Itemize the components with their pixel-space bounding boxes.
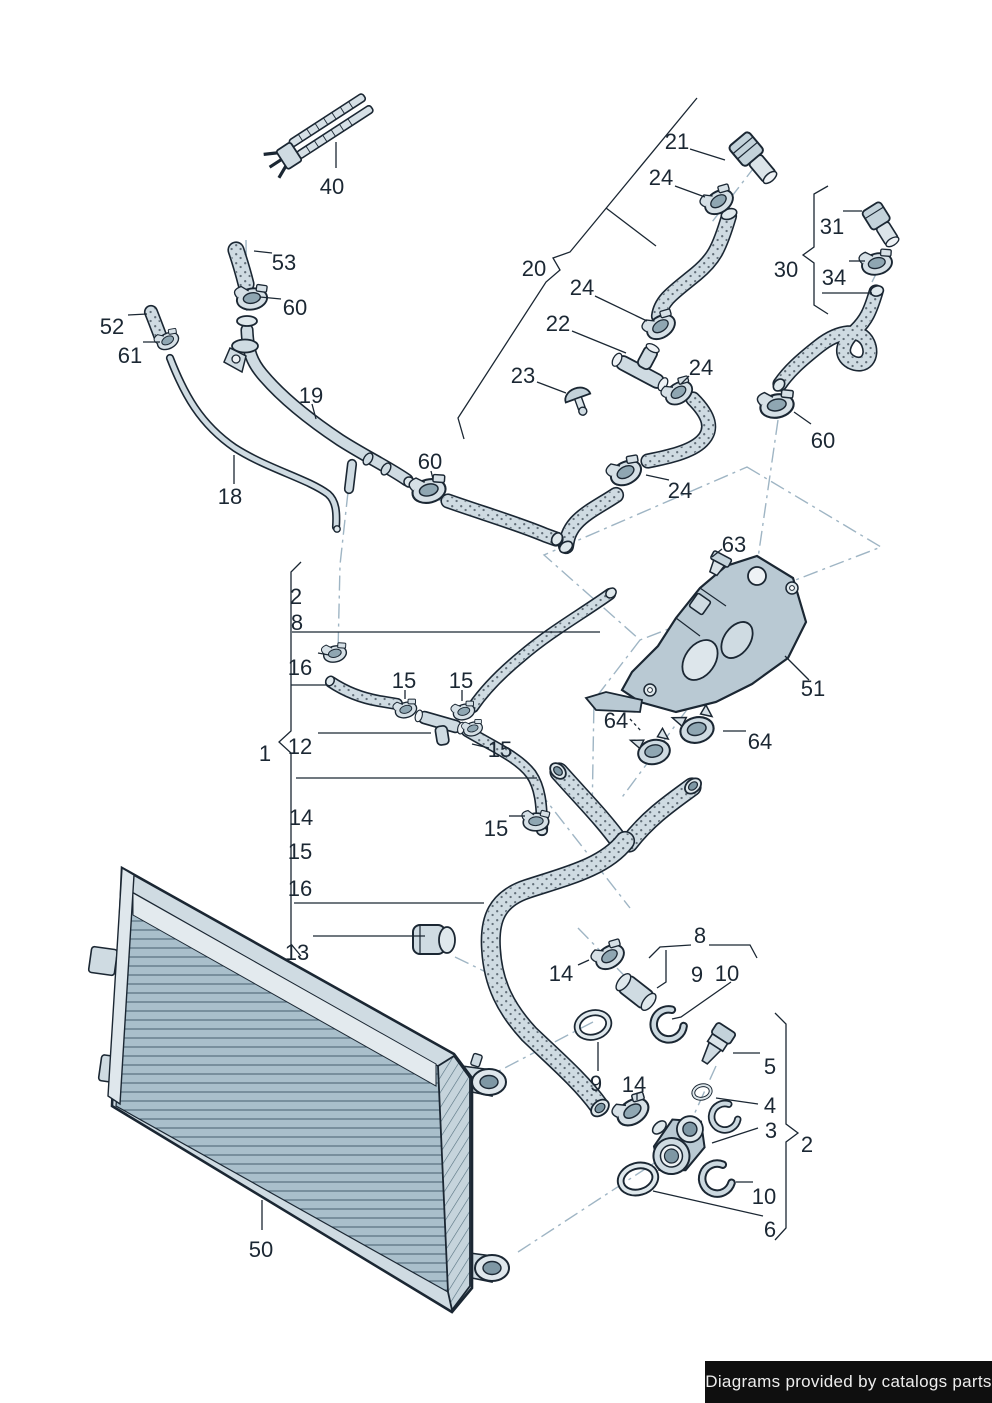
valve-23 <box>564 386 592 416</box>
part-label-5[interactable]: 5 <box>764 1054 776 1079</box>
part-label-8[interactable]: 8 <box>694 923 706 948</box>
thermostat-housing-illustration <box>584 554 808 714</box>
watermark-bar: Diagrams provided by catalogs parts <box>705 1361 992 1403</box>
part-label-2[interactable]: 2 <box>801 1132 813 1157</box>
part-label-60[interactable]: 60 <box>811 428 835 453</box>
part-label-15[interactable]: 15 <box>484 816 508 841</box>
part-label-4[interactable]: 4 <box>764 1093 776 1118</box>
part-label-31[interactable]: 31 <box>820 214 844 239</box>
part-label-9[interactable]: 9 <box>691 962 703 987</box>
part-label-14[interactable]: 14 <box>622 1072 646 1097</box>
part-label-14[interactable]: 14 <box>549 961 573 986</box>
coupler-21 <box>728 131 778 185</box>
part-label-12[interactable]: 12 <box>288 734 312 759</box>
part-label-9[interactable]: 9 <box>590 1071 602 1096</box>
part-label-3[interactable]: 3 <box>765 1118 777 1143</box>
part-label-24[interactable]: 24 <box>689 355 713 380</box>
part-label-30[interactable]: 30 <box>774 257 798 282</box>
flange-elbow <box>651 1115 706 1176</box>
part-label-10[interactable]: 10 <box>752 1184 776 1209</box>
small-parts <box>412 131 900 1176</box>
part-label-1[interactable]: 1 <box>259 741 271 766</box>
leader-lines <box>127 97 872 1241</box>
part-label-15[interactable]: 15 <box>288 839 312 864</box>
part-label-6[interactable]: 6 <box>764 1217 776 1242</box>
part-label-15[interactable]: 15 <box>392 668 416 693</box>
cable-tie-illustration <box>263 93 374 179</box>
part-label-24[interactable]: 24 <box>649 165 673 190</box>
part-label-50[interactable]: 50 <box>249 1237 273 1262</box>
part-label-34[interactable]: 34 <box>822 265 846 290</box>
part-label-13[interactable]: 13 <box>285 940 309 965</box>
part-label-52[interactable]: 52 <box>100 314 124 339</box>
watermark-text: Diagrams provided by catalogs parts <box>705 1372 992 1391</box>
radiator-illustration <box>87 865 510 1314</box>
part-label-22[interactable]: 22 <box>546 311 570 336</box>
part-label-8[interactable]: 8 <box>291 610 303 635</box>
part-label-23[interactable]: 23 <box>511 363 535 388</box>
part-label-21[interactable]: 21 <box>665 129 689 154</box>
part-label-15[interactable]: 15 <box>449 668 473 693</box>
part-label-61[interactable]: 61 <box>118 343 142 368</box>
part-label-15[interactable]: 15 <box>488 737 512 762</box>
part-label-16[interactable]: 16 <box>288 655 312 680</box>
clip-13 <box>412 924 456 955</box>
sensor-5 <box>701 1022 737 1065</box>
connector-31 <box>861 201 900 248</box>
part-label-64[interactable]: 64 <box>604 708 628 733</box>
part-label-16[interactable]: 16 <box>288 876 312 901</box>
part-label-2[interactable]: 2 <box>290 584 302 609</box>
hose-end-faces <box>324 207 885 1118</box>
part-label-20[interactable]: 20 <box>522 256 546 281</box>
part-label-19[interactable]: 19 <box>299 383 323 408</box>
part-label-40[interactable]: 40 <box>320 174 344 199</box>
part-label-10[interactable]: 10 <box>715 961 739 986</box>
part-label-14[interactable]: 14 <box>289 805 313 830</box>
t-piece-22 <box>611 342 669 392</box>
union-piece <box>615 972 657 1012</box>
part-label-18[interactable]: 18 <box>218 484 242 509</box>
coolant-pipe-details <box>223 315 392 476</box>
part-label-53[interactable]: 53 <box>272 250 296 275</box>
part-label-63[interactable]: 63 <box>722 532 746 557</box>
part-label-60[interactable]: 60 <box>283 295 307 320</box>
part-label-51[interactable]: 51 <box>801 676 825 701</box>
part-label-24[interactable]: 24 <box>668 478 692 503</box>
part-label-24[interactable]: 24 <box>570 275 594 300</box>
part-label-64[interactable]: 64 <box>748 729 772 754</box>
valve-63 <box>708 550 733 577</box>
part-label-60[interactable]: 60 <box>418 449 442 474</box>
